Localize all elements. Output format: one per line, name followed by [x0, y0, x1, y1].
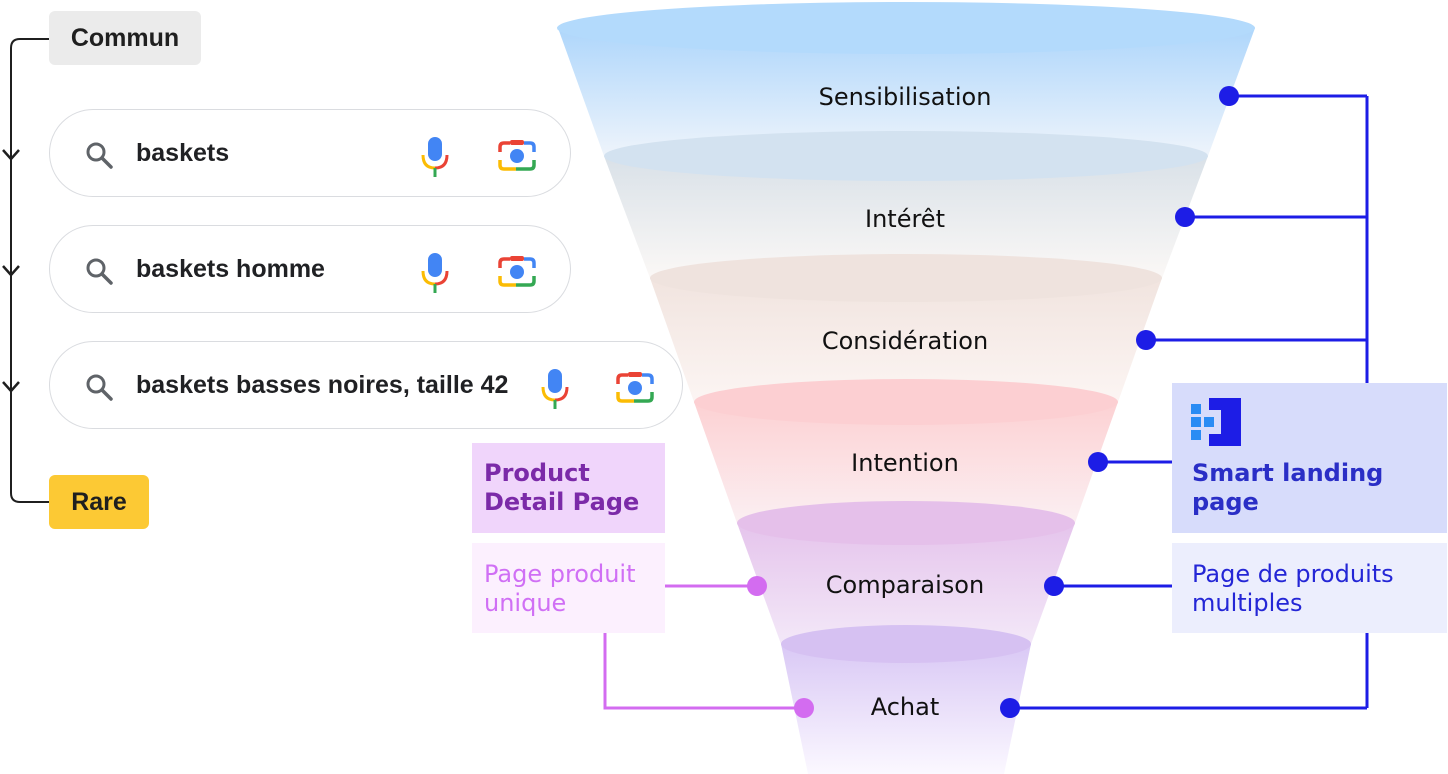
smart-landing-page-subtitle: Page de produits multiples: [1172, 543, 1447, 633]
camera-icon[interactable]: [496, 138, 538, 174]
microphone-icon[interactable]: [420, 136, 450, 178]
rare-label: Rare: [49, 475, 149, 529]
arrow-down-icon: [2, 265, 20, 277]
arrow-down-icon: [2, 381, 20, 393]
search-bar-1[interactable]: baskets: [49, 109, 571, 197]
stage-label-sensibilisation: Sensibilisation: [818, 83, 992, 111]
search-icon: [86, 258, 113, 285]
search-bar-3[interactable]: baskets basses noires, taille 42: [49, 341, 683, 429]
stage-label-intention: Intention: [851, 449, 959, 477]
connector-dot: [1175, 207, 1195, 227]
stage-label-comparaison: Comparaison: [825, 571, 985, 599]
connector-dot: [1000, 698, 1020, 718]
connector-dot: [1044, 576, 1064, 596]
search-bar-2[interactable]: baskets homme: [49, 225, 571, 313]
camera-icon[interactable]: [496, 254, 538, 290]
stage-label-consideration: Considération: [821, 327, 989, 355]
connector-dot: [794, 698, 814, 718]
funnel-section-achat: [781, 644, 1031, 774]
microphone-icon[interactable]: [540, 368, 570, 410]
smart-landing-page-connectors: [1010, 94, 1369, 710]
connector-dot: [1136, 330, 1156, 350]
search-icon: [86, 142, 113, 169]
product-detail-page-title: Product Detail Page: [472, 443, 665, 533]
microphone-icon[interactable]: [420, 252, 450, 294]
funnel-section-sensibilisation: [558, 28, 1255, 156]
product-detail-page-connectors: [603, 584, 804, 710]
search-icon: [86, 374, 113, 401]
camera-icon[interactable]: [614, 370, 656, 406]
search-query[interactable]: baskets homme: [136, 254, 325, 283]
search-query[interactable]: baskets: [136, 138, 230, 167]
search-query[interactable]: baskets basses noires, taille 42: [136, 370, 509, 399]
product-detail-page-subtitle: Page produit unique: [472, 543, 665, 633]
connector-dot: [747, 576, 767, 596]
connector-dot: [1088, 452, 1108, 472]
popularity-scale-line: [2, 38, 49, 503]
funnel-section-comparaison: [737, 523, 1075, 644]
stage-label-interet: Intérêt: [865, 205, 945, 233]
stage-label-achat: Achat: [870, 693, 940, 721]
funnel-section-interet: [604, 156, 1208, 278]
funnel-section-consideration: [650, 278, 1162, 402]
connector-dot: [1219, 86, 1239, 106]
common-label: Commun: [49, 11, 201, 65]
smart-landing-page-logo-icon: [1191, 398, 1241, 446]
arrow-down-icon: [2, 149, 20, 161]
funnel-section-intention: [694, 402, 1118, 523]
